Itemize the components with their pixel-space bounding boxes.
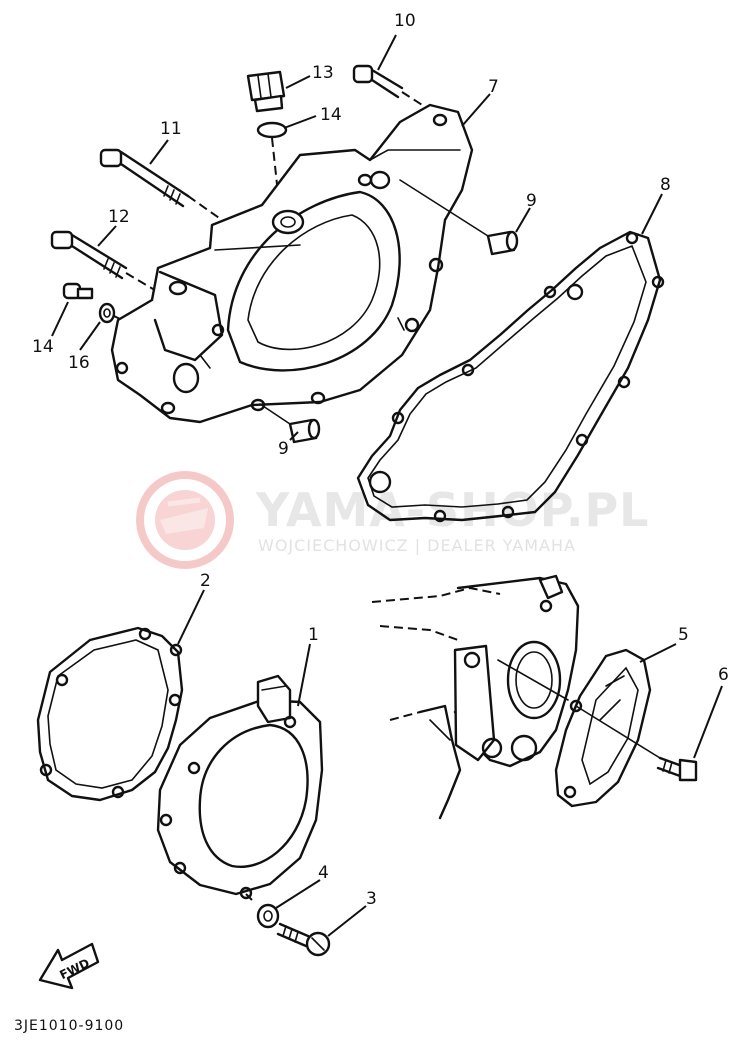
fwd-arrow-icon: FWD — [38, 942, 100, 990]
bolt-6 — [656, 756, 698, 782]
part-code: 3JE1010-9100 — [14, 1018, 124, 1034]
watermark-logo — [136, 471, 234, 569]
callout-7: 7 — [488, 77, 499, 97]
gasket-2 — [36, 626, 184, 802]
callout-6: 6 — [718, 665, 729, 685]
callout-8: 8 — [660, 175, 671, 195]
callout-12: 11 — [160, 119, 182, 139]
callout-9-lower: 9 — [278, 439, 289, 459]
bolt-11 — [50, 230, 159, 293]
engine-case-outline — [371, 574, 580, 820]
leader-lines — [51, 34, 723, 937]
callout-2: 2 — [200, 571, 211, 591]
gasket-8 — [356, 230, 665, 523]
washer-4 — [245, 893, 280, 929]
bolt-15 — [62, 282, 94, 300]
callout-14: 14 — [320, 105, 342, 125]
dowel-pin-9-lower — [259, 403, 321, 444]
washer-16 — [98, 302, 131, 325]
callout-4: 4 — [318, 863, 329, 883]
watermark-title: YAMA-SHOP.PL — [255, 483, 649, 537]
callout-labels: 10 13 14 7 11 9 8 12 14 16 9 2 1 5 6 4 3 — [32, 11, 729, 909]
callout-5: 5 — [678, 625, 689, 645]
watermark-subtitle: WOJCIECHOWICZ | DEALER YAMAHA — [258, 536, 576, 555]
callout-11: 12 — [108, 207, 130, 227]
callout-16: 16 — [68, 353, 90, 373]
callout-13: 13 — [312, 63, 334, 83]
bolt-10 — [352, 64, 431, 111]
bolt-3 — [276, 922, 331, 957]
callout-10: 10 — [394, 11, 416, 31]
callout-9-upper: 9 — [526, 191, 537, 211]
bolt-12 — [99, 148, 223, 221]
stator-cover-1 — [156, 674, 324, 900]
dowel-pin-9-upper — [399, 179, 519, 256]
watermark: YAMA-SHOP.PL WOJCIECHOWICZ | DEALER YAMA… — [136, 471, 649, 569]
crankcase-cover-7 — [110, 103, 474, 424]
callout-15: 14 — [32, 337, 54, 357]
callout-3: 3 — [366, 889, 377, 909]
filler-plug-13 — [246, 70, 286, 113]
callout-1: 1 — [308, 625, 319, 645]
